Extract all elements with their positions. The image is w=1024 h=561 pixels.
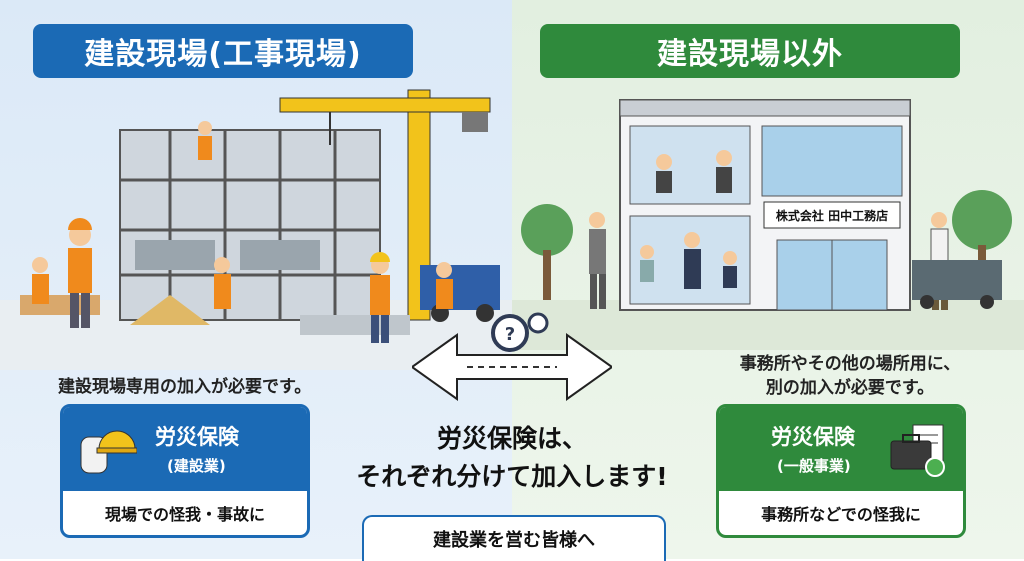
general-insurance-card: 労災保険 (一般事業) 事務所などでの怪我に <box>716 404 966 538</box>
card-title: 労災保険 <box>155 425 239 449</box>
construction-scene-illustration <box>0 89 512 370</box>
office-caption-line2: 別の加入が必要です。 <box>765 378 935 398</box>
double-arrow-icon: ? <box>412 312 612 401</box>
card-subtitle: (建設業) <box>167 457 226 475</box>
svg-text:?: ? <box>505 324 515 345</box>
helmet-glove-icon <box>80 430 137 474</box>
office-scene-illustration: 株式会社 田中工務店 <box>512 99 1024 350</box>
card-footer: 事務所などでの怪我に <box>761 505 921 524</box>
construction-caption: 建設現場専用の加入が必要です。 <box>58 377 312 397</box>
card-title: 労災保険 <box>771 425 855 449</box>
office-caption: 事務所やその他の場所用に、 別の加入が必要です。 <box>700 352 1000 400</box>
construction-insurance-card: 労災保険 (建設業) 現場での怪我・事故に <box>60 404 310 538</box>
card-footer: 現場での怪我・事故に <box>104 505 265 524</box>
card-subtitle: (一般事業) <box>777 457 851 475</box>
outside-site-banner: 建設現場以外 <box>540 24 960 78</box>
question-gear-icon: ? <box>491 312 549 352</box>
center-message-line1: 労災保険は、 <box>436 424 587 453</box>
office-caption-line1: 事務所やその他の場所用に、 <box>739 354 961 374</box>
audience-tab: 建設業を営む皆様へ <box>362 515 666 561</box>
center-message: 労災保険は、 それぞれ分けて加入します! <box>320 420 704 496</box>
company-sign: 株式会社 田中工務店 <box>776 208 888 223</box>
construction-site-banner: 建設現場(工事現場) <box>33 24 413 78</box>
briefcase-document-icon <box>890 424 945 477</box>
center-message-line2: それぞれ分けて加入します! <box>356 462 668 491</box>
